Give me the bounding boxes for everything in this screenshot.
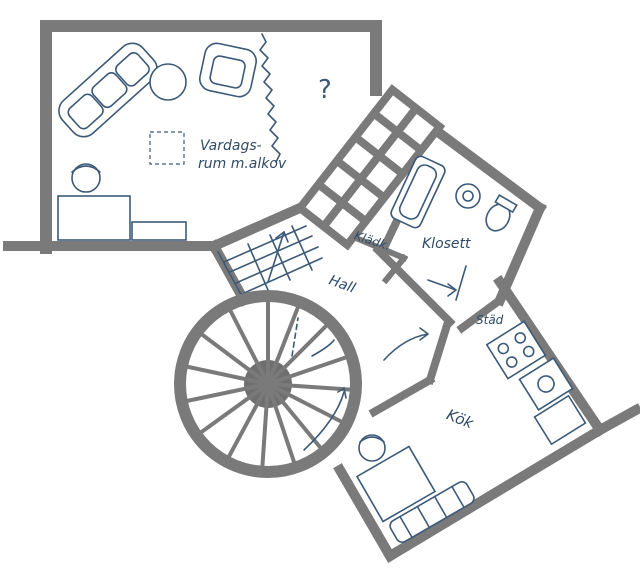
- hall-wall-right: [372, 244, 456, 328]
- living-room-furniture: ?: [57, 33, 332, 241]
- dashed-area: [149, 131, 185, 165]
- bath-wall-top: [431, 125, 547, 215]
- sink-icon: [455, 183, 481, 209]
- label-kok: Kök: [444, 405, 477, 432]
- closet-door-arrow: [427, 279, 457, 291]
- spiral-staircase: [174, 290, 362, 478]
- kitchen-fixtures: [355, 320, 587, 543]
- bathtub-icon: [390, 155, 446, 229]
- hall-kitchen-wall-2: [368, 374, 436, 418]
- label-kladkammare: Klädk.: [353, 228, 392, 253]
- label-klosett: Klosett: [422, 236, 471, 252]
- label-vardagsrum-1: Vardags-: [200, 138, 262, 154]
- desk-icon: [57, 195, 131, 241]
- label-stad: Städ: [476, 313, 504, 327]
- bathroom-fixtures: [390, 155, 518, 301]
- kitchen-bench-icon: [389, 481, 475, 543]
- kitchen-wall-bottom: [383, 423, 607, 563]
- bench-icon: [131, 221, 187, 241]
- toilet-icon: [485, 194, 518, 232]
- kitchen-sink-icon: [518, 357, 574, 411]
- round-table-icon: [149, 63, 187, 101]
- living-room-wall: [40, 20, 382, 254]
- straight-stairs: [217, 225, 323, 301]
- label-vardagsrum-2: rum m.alkov: [198, 156, 287, 172]
- kitchen-door-arc: [383, 333, 429, 361]
- question-mark: ?: [318, 75, 332, 105]
- armchair-icon: [199, 42, 257, 98]
- kitchen-chair-icon: [358, 434, 386, 462]
- window-grid: [294, 84, 446, 251]
- sofa-icon: [58, 42, 158, 138]
- label-hall: Hall: [327, 272, 358, 296]
- kitchen-wall-ext: [593, 403, 640, 437]
- stove-icon: [485, 320, 547, 380]
- kitchen-table-icon: [355, 445, 437, 523]
- kitchen-wall-left: [333, 463, 397, 563]
- counter-icon: [533, 394, 587, 446]
- stair-direction-arrow: [267, 231, 285, 283]
- kitchen-wall-right: [493, 275, 607, 437]
- chair-icon: [71, 163, 101, 193]
- bath-wall-low: [456, 294, 506, 334]
- walls: [3, 20, 640, 563]
- stair-opening-wall: [207, 201, 307, 253]
- hall-kitchen-wall: [424, 316, 454, 386]
- curtain-icon: [259, 33, 281, 163]
